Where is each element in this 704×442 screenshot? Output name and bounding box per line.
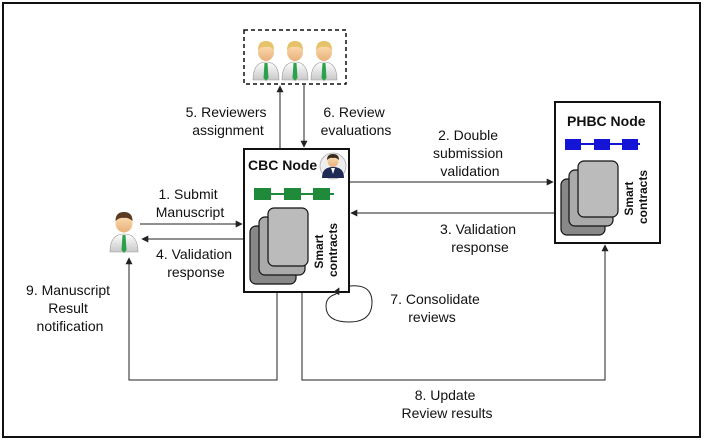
- cbc-contracts-label: Smart contracts: [312, 223, 340, 277]
- cbc-node-title: CBC Node: [248, 157, 317, 173]
- phbc-smart-contracts-stack: [560, 160, 619, 236]
- step-1-label: 1. Submit Manuscript: [156, 186, 225, 220]
- avatar-icon: [319, 152, 347, 180]
- cbc-smart-contracts-stack: [249, 207, 309, 285]
- loop-consolidate-reviews: [325, 285, 373, 323]
- cbc-blockchain-icon: [254, 188, 334, 200]
- reviewer-icon: [281, 41, 309, 81]
- phbc-blockchain-icon: [565, 139, 640, 150]
- loop-consolidate-arrowhead: [333, 287, 340, 296]
- phbc-node-title: PHBC Node: [567, 113, 646, 129]
- step-4-label: 4. Validation response: [156, 246, 236, 280]
- step-2-label: 2. Double submission validation: [433, 127, 507, 179]
- step-8-label: 8. Update Review results: [401, 387, 492, 421]
- step-9-label: 9. Manuscript Result notification: [26, 282, 114, 334]
- step-6-label: 6. Review evaluations: [321, 104, 392, 138]
- step-7-label: 7. Consolidate reviews: [390, 291, 483, 325]
- step-5-label: 5. Reviewers assignment: [186, 104, 271, 138]
- arrow-update-review-results: [301, 244, 609, 381]
- arrow-result-notification: [125, 257, 278, 381]
- phbc-contracts-label: Smart contracts: [622, 170, 650, 224]
- reviewer-icon: [252, 41, 280, 81]
- reviewer-icon: [310, 41, 338, 81]
- person-icon: [109, 212, 139, 253]
- step-3-label: 3. Validation response: [440, 221, 520, 255]
